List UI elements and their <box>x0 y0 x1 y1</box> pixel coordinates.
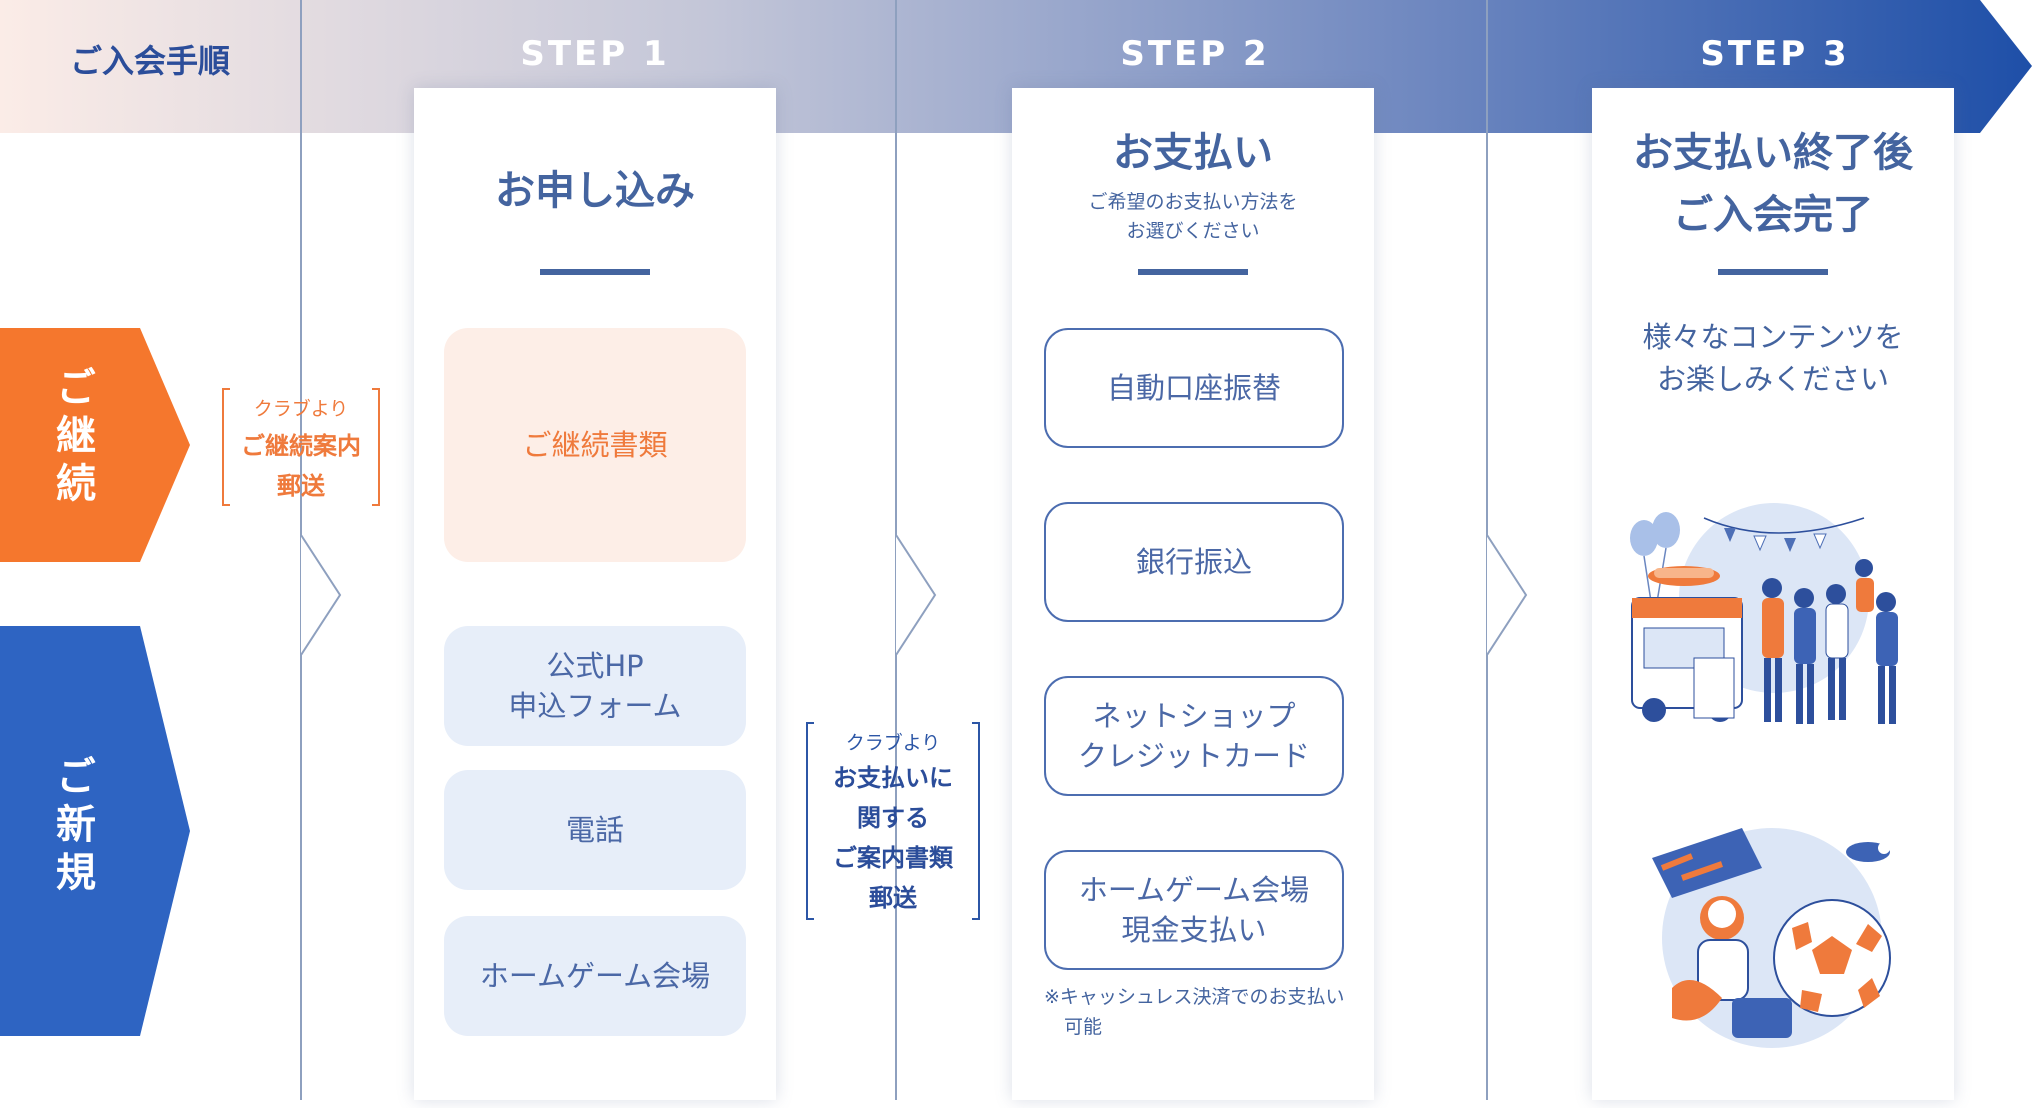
option-label: 現金支払い <box>1121 913 1267 947</box>
step3-title-line: ご入会完了 <box>1673 192 1873 238</box>
renew-arrow <box>0 328 190 562</box>
bank-transfer-option[interactable]: 銀行振込 <box>1044 502 1344 622</box>
step3-card: お支払い終了後 ご入会完了 様々なコンテンツを お楽しみください <box>1592 88 1954 1100</box>
step3-title-line: お支払い終了後 <box>1633 130 1913 176</box>
chevron-right-icon <box>895 535 937 655</box>
renew-note-small: クラブより <box>253 398 349 420</box>
phone-option[interactable]: 電話 <box>444 770 746 890</box>
option-label: ネットショップ <box>1092 699 1296 733</box>
renew-label-text: ご継続 <box>49 366 95 510</box>
option-label: 電話 <box>565 813 624 847</box>
new-label-text: ご新規 <box>49 755 95 899</box>
official-hp-form-option[interactable]: 公式HP 申込フォーム <box>444 626 746 746</box>
renew-documents-option[interactable]: ご継続書類 <box>444 328 746 562</box>
cashless-footnote: ※キャッシュレス決済でのお支払い <box>1044 986 1345 1008</box>
step2-card: お支払い ご希望のお支払い方法を お選びください 自動口座振替 銀行振込 ネット… <box>1012 88 1374 1100</box>
option-label: クレジットカード <box>1077 739 1310 773</box>
payment-note-line: ご案内書類 <box>833 844 953 872</box>
step2-subtitle-line: ご希望のお支払い方法を <box>1088 191 1298 213</box>
option-label: 自動口座振替 <box>1106 371 1281 405</box>
renew-note-line: ご継続案内 <box>241 432 361 460</box>
step2-title: お支払い <box>1113 130 1273 176</box>
cashless-footnote: 可能 <box>1064 1016 1103 1038</box>
payment-mail-note: クラブより お支払いに 関する ご案内書類 郵送 <box>806 722 980 920</box>
step-2-label: STEP 2 <box>1120 34 1270 74</box>
food-truck-crowd-illustration <box>1630 503 1898 724</box>
step1-card: お申し込み ご継続書類 公式HP 申込フォーム 電話 ホームゲーム会場 <box>414 88 776 1100</box>
renew-label: ご継続 <box>40 366 104 510</box>
online-shop-credit-card-option[interactable]: ネットショップ クレジットカード <box>1044 676 1344 796</box>
auto-debit-option[interactable]: 自動口座振替 <box>1044 328 1344 448</box>
title-underline <box>1718 269 1828 275</box>
chevron-right-icon <box>300 535 342 655</box>
title-underline <box>1138 269 1248 275</box>
option-label: ホームゲーム会場 <box>479 959 711 993</box>
step-1-label: STEP 1 <box>520 34 670 74</box>
page-title: ご入会手順 <box>69 42 230 80</box>
option-label: ご継続書類 <box>522 428 668 462</box>
home-game-venue-option[interactable]: ホームゲーム会場 <box>444 916 746 1036</box>
chevron-right-icon <box>1486 535 1528 655</box>
step3-body-line: お楽しみください <box>1656 362 1889 396</box>
step1-title: お申し込み <box>495 168 695 214</box>
step-3-label: STEP 3 <box>1700 34 1850 74</box>
home-game-cash-option[interactable]: ホームゲーム会場 現金支払い <box>1044 850 1344 970</box>
new-label: ご新規 <box>40 755 104 899</box>
renew-note-line: 郵送 <box>277 472 325 500</box>
soccer-fan-illustration <box>1652 828 1891 1048</box>
payment-note-line: お支払いに <box>833 764 953 792</box>
payment-note-line: 関する <box>857 804 929 832</box>
option-label: ホームゲーム会場 <box>1078 873 1310 907</box>
payment-note-small: クラブより <box>845 732 941 754</box>
new-arrow <box>0 626 190 1036</box>
option-label: 申込フォーム <box>508 689 682 723</box>
option-label: 公式HP <box>546 649 644 683</box>
step3-body-line: 様々なコンテンツを <box>1642 320 1904 354</box>
step2-subtitle-line: お選びください <box>1126 220 1260 242</box>
renew-mail-note: クラブより ご継続案内 郵送 <box>222 388 380 506</box>
title-underline <box>540 269 650 275</box>
payment-note-line: 郵送 <box>869 884 917 912</box>
option-label: 銀行振込 <box>1135 545 1252 579</box>
